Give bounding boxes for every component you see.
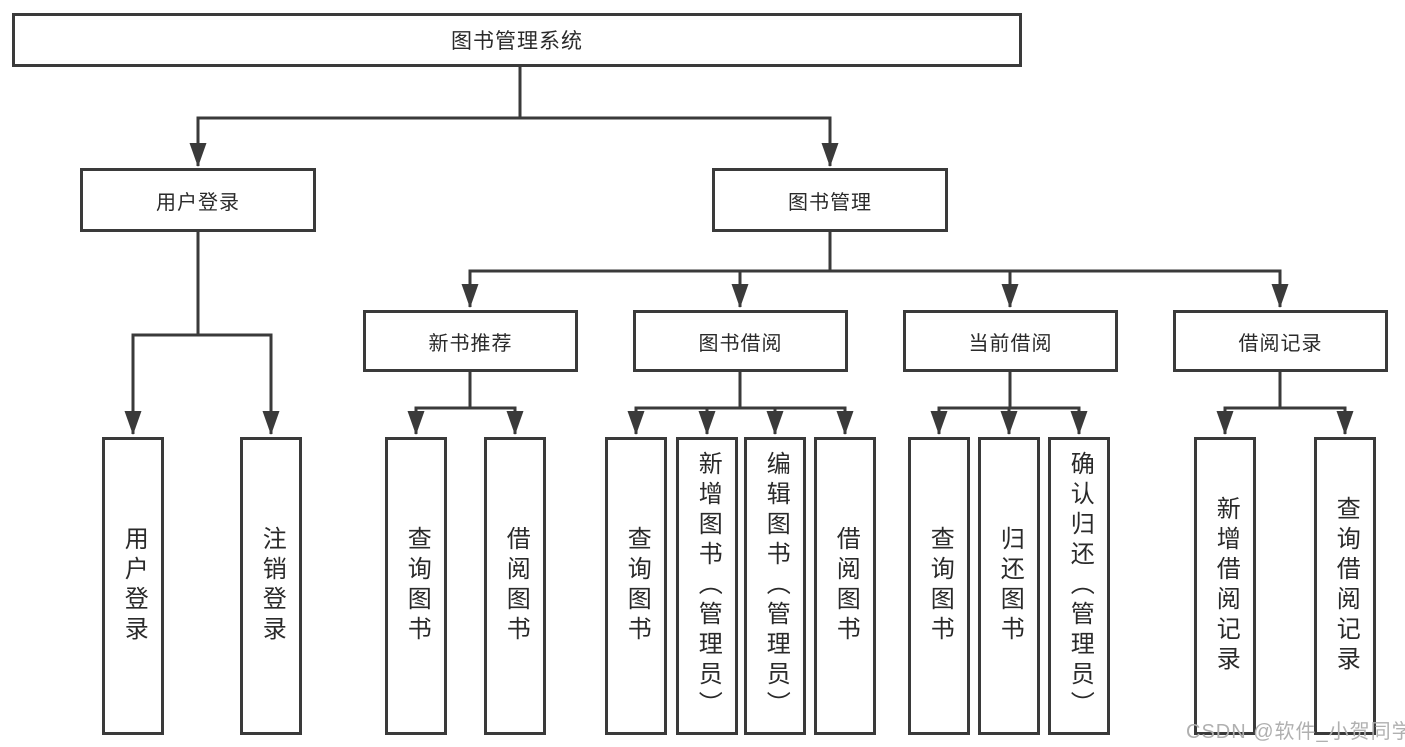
leaf-borrowing-query-books-label: 查询图书 bbox=[623, 526, 651, 646]
leaf-borrowing-borrow-books-label: 借阅图书 bbox=[832, 526, 860, 646]
leaf-current-query-books-label: 查询图书 bbox=[926, 526, 954, 646]
node-library-management-system: 图书管理系统 bbox=[12, 13, 1022, 67]
node-user-login: 用户登录 bbox=[80, 168, 316, 232]
leaf-current-return-books: 归还图书 bbox=[978, 437, 1040, 735]
leaf-borrowing-borrow-books: 借阅图书 bbox=[814, 437, 876, 735]
leaf-records-add-record: 新增借阅记录 bbox=[1194, 437, 1256, 735]
leaf-borrowing-edit-books-admin: 编辑图书（管理员） bbox=[744, 437, 806, 735]
leaf-logout: 注销登录 bbox=[240, 437, 302, 735]
leaf-logout-label: 注销登录 bbox=[258, 526, 286, 646]
node-new-book-recommendation: 新书推荐 bbox=[363, 310, 578, 372]
node-book-management: 图书管理 bbox=[712, 168, 948, 232]
leaf-recommend-query-books: 查询图书 bbox=[385, 437, 447, 735]
leaf-recommend-borrow-books-label: 借阅图书 bbox=[502, 526, 530, 646]
leaf-borrowing-query-books: 查询图书 bbox=[605, 437, 667, 735]
leaf-recommend-borrow-books: 借阅图书 bbox=[484, 437, 546, 735]
node-borrowing-records: 借阅记录 bbox=[1173, 310, 1388, 372]
leaf-records-query-record: 查询借阅记录 bbox=[1314, 437, 1376, 735]
csdn-watermark: CSDN @软件_小贺同学 bbox=[1186, 721, 1405, 743]
leaf-recommend-query-books-label: 查询图书 bbox=[403, 526, 431, 646]
leaf-user-login-label: 用户登录 bbox=[120, 526, 148, 646]
node-book-borrowing: 图书借阅 bbox=[633, 310, 848, 372]
leaf-current-return-books-label: 归还图书 bbox=[996, 526, 1024, 646]
leaf-borrowing-add-books-admin: 新增图书（管理员） bbox=[676, 437, 738, 735]
leaf-current-confirm-return-admin: 确认归还（管理员） bbox=[1048, 437, 1110, 735]
leaf-borrowing-edit-books-admin-label: 编辑图书（管理员） bbox=[762, 451, 790, 721]
leaf-current-confirm-return-admin-label: 确认归还（管理员） bbox=[1066, 451, 1094, 721]
leaf-user-login: 用户登录 bbox=[102, 437, 164, 735]
leaf-records-query-record-label: 查询借阅记录 bbox=[1332, 496, 1360, 676]
node-current-borrowing: 当前借阅 bbox=[903, 310, 1118, 372]
leaf-records-add-record-label: 新增借阅记录 bbox=[1212, 496, 1240, 676]
leaf-current-query-books: 查询图书 bbox=[908, 437, 970, 735]
leaf-borrowing-add-books-admin-label: 新增图书（管理员） bbox=[694, 451, 722, 721]
